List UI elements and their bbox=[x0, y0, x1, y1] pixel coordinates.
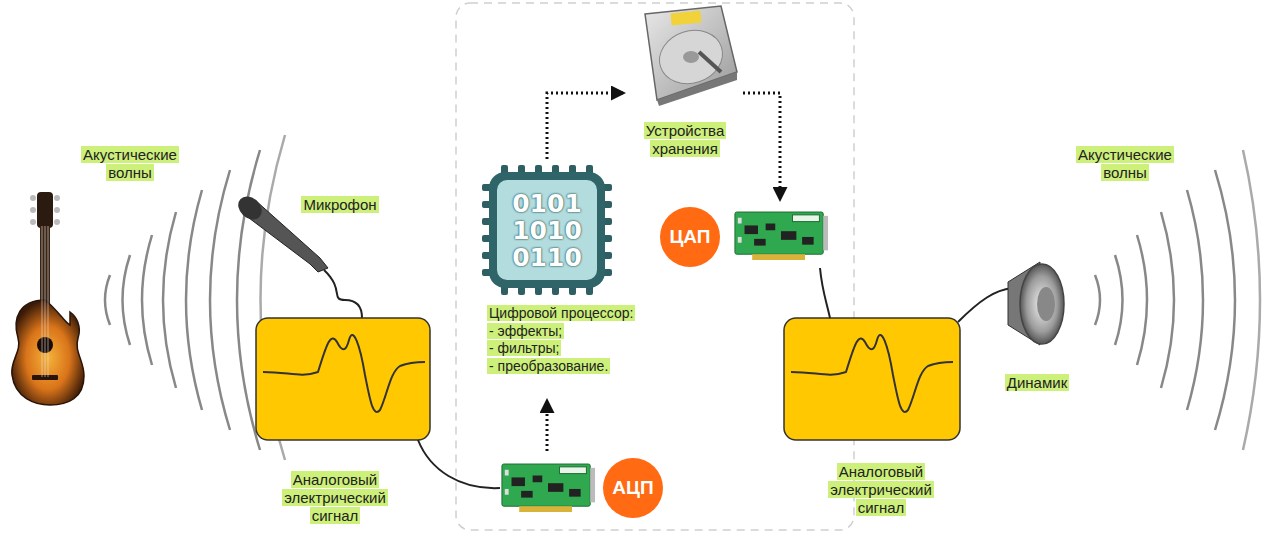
acoustic-waves bbox=[1095, 150, 1260, 450]
callout-label: Акустические волны bbox=[1055, 146, 1195, 182]
hard-drive bbox=[633, 2, 743, 106]
guitar bbox=[12, 192, 84, 405]
processor-description: Цифровой процессор: - эффекты; - фильтры… bbox=[487, 305, 635, 375]
callout-label: Аналоговый электрический сигнал bbox=[270, 471, 400, 525]
circuit-board bbox=[500, 460, 596, 516]
callout-label: Акустические волны bbox=[60, 146, 200, 182]
callout-label: Динамик bbox=[987, 374, 1087, 392]
converter-badge: ЦАП bbox=[660, 207, 720, 267]
wire bbox=[820, 268, 830, 318]
converter-node: ЦАП bbox=[655, 203, 832, 273]
speaker bbox=[1008, 262, 1064, 345]
converter-badge: АЦП bbox=[603, 458, 663, 518]
dotted-arrow bbox=[743, 93, 780, 199]
storage-label: Устройства хранения bbox=[625, 122, 745, 158]
wire bbox=[418, 440, 500, 488]
processor-node: 0101 1010 0110Цифровой процессор: - эффе… bbox=[482, 165, 684, 395]
analog-signal-box bbox=[784, 318, 960, 440]
circuit-board bbox=[733, 208, 829, 264]
callout-label: Микрофон bbox=[285, 196, 395, 214]
wire bbox=[958, 288, 1012, 322]
converter-node: АЦП bbox=[495, 455, 672, 520]
callout-label: Аналоговый электрический сигнал bbox=[816, 463, 946, 517]
digital-region bbox=[456, 3, 854, 530]
analog-signal-box bbox=[256, 318, 430, 440]
dotted-arrow bbox=[546, 401, 549, 451]
dotted-arrow bbox=[547, 93, 623, 159]
chip-binary-text: 0101 1010 0110 bbox=[482, 165, 612, 295]
storage-node: Устройства хранения bbox=[625, 2, 747, 162]
